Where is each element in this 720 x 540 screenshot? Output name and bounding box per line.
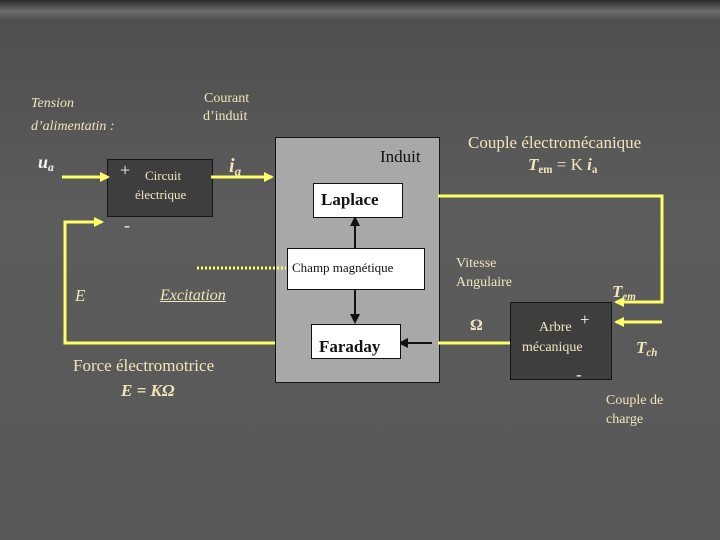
courant-label-line2: d’induit xyxy=(203,109,248,124)
champ-magnetique-box xyxy=(287,248,425,290)
tension-label-line2: d’alimentatin : xyxy=(31,119,115,134)
vitesse-label-line2: Angulaire xyxy=(456,275,512,290)
circuit-label-line2: électrique xyxy=(135,187,187,202)
couple-charge-line2: charge xyxy=(606,412,644,427)
excitation-label: Excitation xyxy=(160,287,226,304)
minus-sign: - xyxy=(124,215,130,235)
ua-symbol: ua xyxy=(38,152,54,174)
ia-main: i xyxy=(229,155,235,177)
laplace-label: Laplace xyxy=(321,190,379,209)
couple-charge-line1: Couple de xyxy=(606,393,664,408)
ua-subscript: a xyxy=(48,160,54,174)
tem-eq-isubscript: a xyxy=(591,163,598,176)
couple-electromecanique-title: Couple électromécanique xyxy=(468,133,642,152)
tem-eq-i: i xyxy=(587,155,592,174)
tem-main: T xyxy=(612,282,623,301)
courant-label-line1: Courant xyxy=(204,91,250,106)
tem-equation: Tem = K ia xyxy=(528,155,597,176)
omega-symbol: Ω xyxy=(470,317,483,334)
arbre-plus-sign: + xyxy=(580,310,590,329)
tem-eq-t: T xyxy=(528,155,539,174)
laplace-box xyxy=(313,183,403,218)
champ-magnetique-label: Champ magnétique xyxy=(292,260,394,275)
arbre-block xyxy=(510,302,612,380)
circuit-label-line1: Circuit xyxy=(145,168,182,183)
induit-label: Induit xyxy=(380,147,421,166)
fem-label-line1: Force électromotrice xyxy=(73,356,215,375)
tch-label: Tch xyxy=(636,338,657,359)
e-label: E xyxy=(75,286,86,305)
emf-wire xyxy=(63,217,275,345)
ia-symbol: ia xyxy=(229,155,241,179)
plus-sign: + xyxy=(120,160,131,180)
tem-subscript: em xyxy=(622,290,636,303)
tem-eq-rest: = K xyxy=(552,155,588,174)
tch-subscript: ch xyxy=(646,346,658,359)
arbre-minus-sign: - xyxy=(576,365,582,384)
fem-equation: E = KΩ xyxy=(121,381,175,400)
tension-label-line1: Tension xyxy=(31,96,75,111)
torque-wire xyxy=(438,194,664,307)
vitesse-label-line1: Vitesse xyxy=(456,256,497,271)
ua-main: u xyxy=(38,152,49,172)
circuit-block xyxy=(107,159,213,217)
faraday-label: Faraday xyxy=(319,337,381,356)
arbre-label-line1: Arbre xyxy=(539,320,572,335)
decorative-top-band xyxy=(0,0,720,22)
tem-label: Tem xyxy=(612,282,636,303)
arbre-label-line2: mécanique xyxy=(522,340,583,355)
faraday-box xyxy=(311,324,401,359)
tem-eq-subscript: em xyxy=(538,163,553,176)
ia-subscript: a xyxy=(234,163,242,179)
tch-main: T xyxy=(636,338,647,357)
